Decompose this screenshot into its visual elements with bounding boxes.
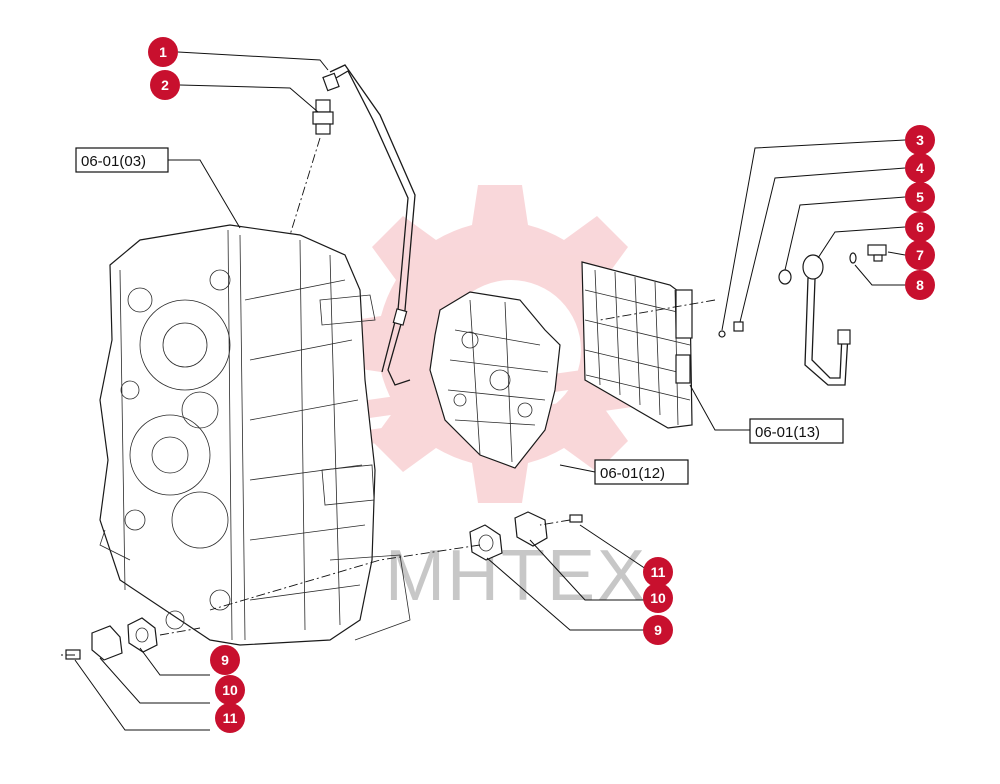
svg-text:3: 3 bbox=[916, 132, 924, 148]
valve-plate bbox=[429, 291, 561, 469]
svg-text:10: 10 bbox=[650, 590, 666, 606]
svg-text:10: 10 bbox=[222, 682, 238, 698]
svg-text:9: 9 bbox=[654, 622, 662, 638]
svg-text:11: 11 bbox=[223, 710, 238, 726]
callout-2: 2 bbox=[150, 70, 180, 100]
svg-text:7: 7 bbox=[916, 247, 924, 263]
ref-label-06-01-13: 06-01(13) bbox=[749, 418, 844, 444]
ref-label-06-01-12: 06-01(12) bbox=[594, 459, 689, 485]
svg-text:5: 5 bbox=[916, 189, 924, 205]
svg-text:06-01(13): 06-01(13) bbox=[755, 424, 820, 441]
svg-text:2: 2 bbox=[161, 77, 169, 93]
callout-1: 1 bbox=[148, 37, 178, 67]
callout-4: 4 bbox=[905, 153, 935, 183]
svg-text:4: 4 bbox=[916, 160, 924, 176]
callout-8: 8 bbox=[905, 270, 935, 300]
centerlines bbox=[60, 137, 716, 656]
svg-text:8: 8 bbox=[916, 277, 924, 293]
callout-5: 5 bbox=[905, 182, 935, 212]
callout-3: 3 bbox=[905, 125, 935, 155]
callout-11-right: 11 bbox=[643, 557, 673, 587]
svg-text:06-01(03): 06-01(03) bbox=[81, 153, 146, 170]
callout-11-left: 11 bbox=[215, 703, 245, 733]
watermark-text: MHTEX bbox=[385, 536, 647, 616]
leader-lines bbox=[74, 51, 906, 731]
svg-text:06-01(12): 06-01(12) bbox=[600, 465, 665, 482]
callout-9-right: 9 bbox=[643, 615, 673, 645]
oil-pipe bbox=[322, 64, 416, 386]
ref-label-06-01-03: 06-01(03) bbox=[75, 147, 169, 173]
small-parts bbox=[718, 244, 887, 386]
svg-text:6: 6 bbox=[916, 219, 924, 235]
left-cover-parts bbox=[65, 617, 158, 661]
fitting bbox=[312, 99, 334, 135]
callout-10-right: 10 bbox=[643, 583, 673, 613]
right-cover-parts bbox=[469, 511, 583, 561]
svg-text:9: 9 bbox=[221, 652, 229, 668]
gearbox-housing bbox=[99, 224, 411, 646]
svg-text:1: 1 bbox=[159, 44, 167, 60]
callout-10-left: 10 bbox=[215, 675, 245, 705]
callout-9-left: 9 bbox=[210, 645, 240, 675]
svg-text:11: 11 bbox=[651, 564, 666, 580]
control-valve bbox=[581, 261, 693, 429]
callout-7: 7 bbox=[905, 240, 935, 270]
callout-6: 6 bbox=[905, 212, 935, 242]
